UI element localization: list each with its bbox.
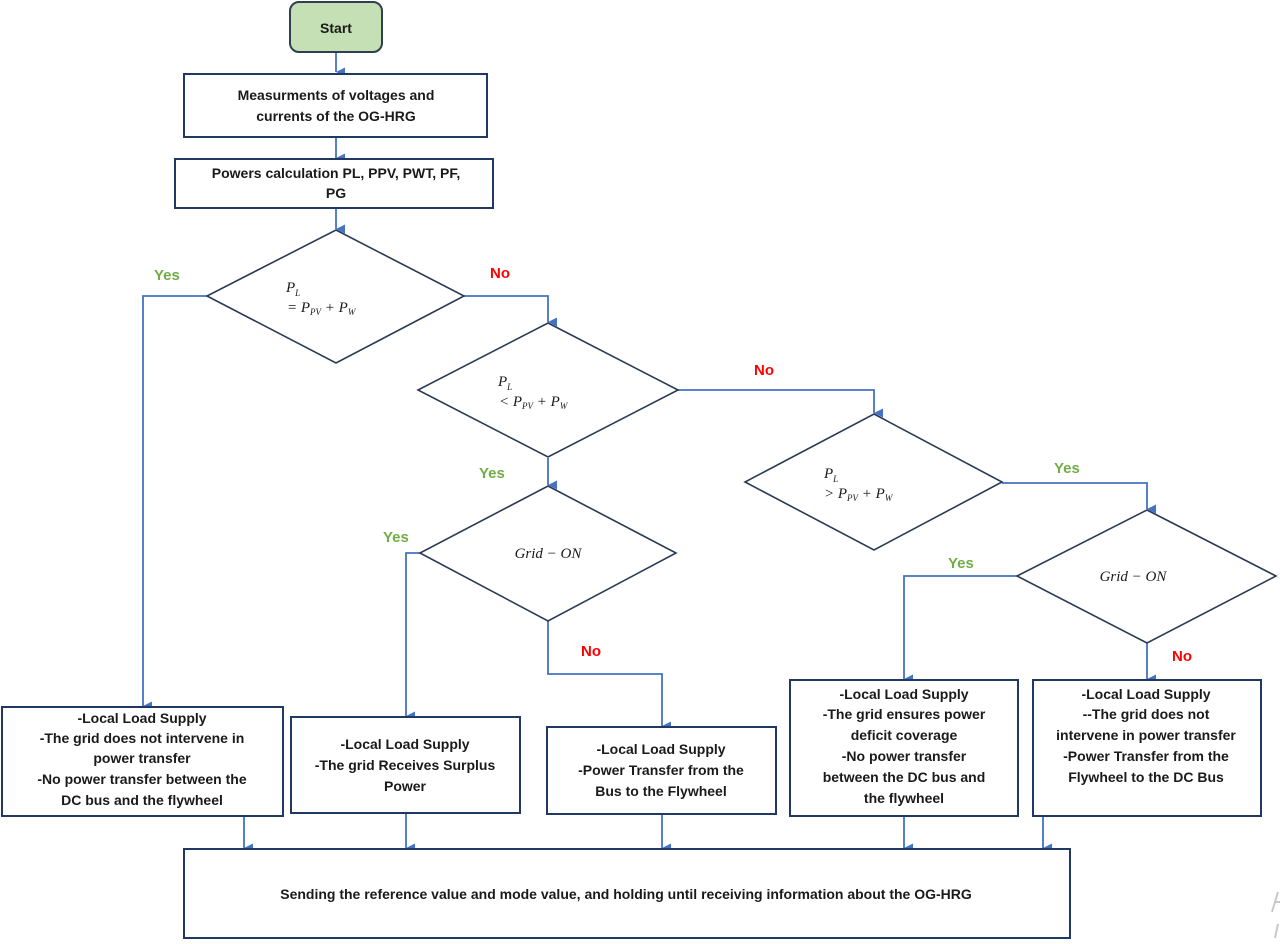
edge-grid1-yes-to-outcome2 [405,552,420,721]
powers-calculation-line-1: Powers calculation PL, PPV, PWT, PF, [212,165,460,181]
no-label-less: No [754,362,774,379]
decision-grid-2-label: Grid − ON [1100,569,1168,585]
branch-labels: Yes No No Yes Yes No Yes Yes No [154,265,1192,665]
outcome-box-grid-covers-deficit: -Local Load Supply -The grid ensures pow… [789,679,1019,817]
yes-label-greater: Yes [1054,460,1080,477]
no-label-grid-2: No [1172,648,1192,665]
outcome-3-line-2: -Power Transfer from the [578,762,744,778]
yes-label-grid-2: Yes [948,555,974,572]
outcome-5-line-3: intervene in power transfer [1056,727,1236,743]
measurements-line-1: Measurments of voltages and [238,87,435,103]
yes-label-equal: Yes [154,267,180,284]
outcome-3-line-3: Bus to the Flywheel [595,783,726,799]
outcome-1-line-5: DC bus and the flywheel [61,792,223,808]
outcome-box-flywheel-to-bus: -Local Load Supply --The grid does not i… [1032,679,1262,817]
outcome-box-bus-to-flywheel: -Local Load Supply -Power Transfer from … [546,726,777,815]
outcome-4-line-6: the flywheel [864,790,944,806]
decision-grid-1-label: Grid − ON [515,546,583,562]
outcome-box-balanced: -Local Load Supply -The grid does not in… [1,706,284,817]
powers-calculation-box: Powers calculation PL, PPV, PWT, PF, PG [174,158,494,209]
powers-calculation-line-2: PG [326,185,346,201]
decision-greater-line-2: > PPV + PW [824,486,894,503]
outcome-1-line-4: -No power transfer between the [37,771,246,787]
decision-less-line-1: PL [497,374,512,392]
outcome-1-line-2: -The grid does not intervene in [40,730,245,746]
decision-load-less-than-generation: PL < PPV + PW [416,322,680,458]
no-label-equal: No [490,265,510,282]
outcome-box-grid-receives-surplus: -Local Load Supply -The grid Receives Su… [290,716,521,814]
outcome-3-line-1: -Local Load Supply [596,741,725,757]
decision-greater-line-1: PL [823,466,838,484]
outcome-2-line-3: Power [384,778,427,794]
edge-equal-no-to-decision-less [464,295,557,327]
outcome-5-line-4: -Power Transfer from the [1063,748,1229,764]
outcome-4-line-3: deficit coverage [851,727,958,743]
decision-equal-line-1: PL [285,280,300,298]
decision-load-equals-generation: PL = PPV + PW [205,229,466,364]
decision-grid-on-surplus: Grid − ON [418,485,678,622]
yes-label-less: Yes [479,465,505,482]
connectors [142,53,1156,853]
decision-grid-on-deficit: Grid − ON [1015,509,1278,644]
outcome-4-line-4: -No power transfer [842,748,967,764]
measurements-box: Measurments of voltages and currents of … [183,73,488,138]
decision-less-line-2: < PPV + PW [499,394,569,411]
edge-grid2-yes-to-outcome4 [903,575,1017,684]
decision-equal-line-2: = PPV + PW [287,300,357,317]
watermark-fragment [1271,891,1280,939]
no-label-grid-1: No [581,643,601,660]
start-label: Start [320,20,352,36]
final-label: Sending the reference value and mode val… [280,886,972,902]
outcome-5-line-5: Flywheel to the DC Bus [1068,769,1224,785]
outcome-4-line-1: -Local Load Supply [839,686,968,702]
outcome-2-line-1: -Local Load Supply [340,736,469,752]
edge-greater-yes-to-grid2 [1002,482,1156,514]
edge-less-no-to-decision-greater [678,389,883,418]
outcome-2-line-2: -The grid Receives Surplus [315,757,496,773]
outcome-5-line-2: --The grid does not [1083,706,1210,722]
outcome-1-line-3: power transfer [93,750,191,766]
edge-equal-yes-to-outcome1 [142,295,207,711]
outcome-4-line-2: -The grid ensures power [823,706,986,722]
outcome-1-line-1: -Local Load Supply [77,710,206,726]
yes-label-grid-1: Yes [383,529,409,546]
measurements-line-2: currents of the OG-HRG [256,108,416,124]
start-node: Start [289,1,383,53]
final-box: Sending the reference value and mode val… [183,848,1071,939]
decision-load-greater-than-generation: PL > PPV + PW [743,413,1004,551]
outcome-4-line-5: between the DC bus and [823,769,986,785]
edge-grid1-no-to-outcome3 [547,621,671,731]
outcome-5-line-1: -Local Load Supply [1081,686,1210,702]
